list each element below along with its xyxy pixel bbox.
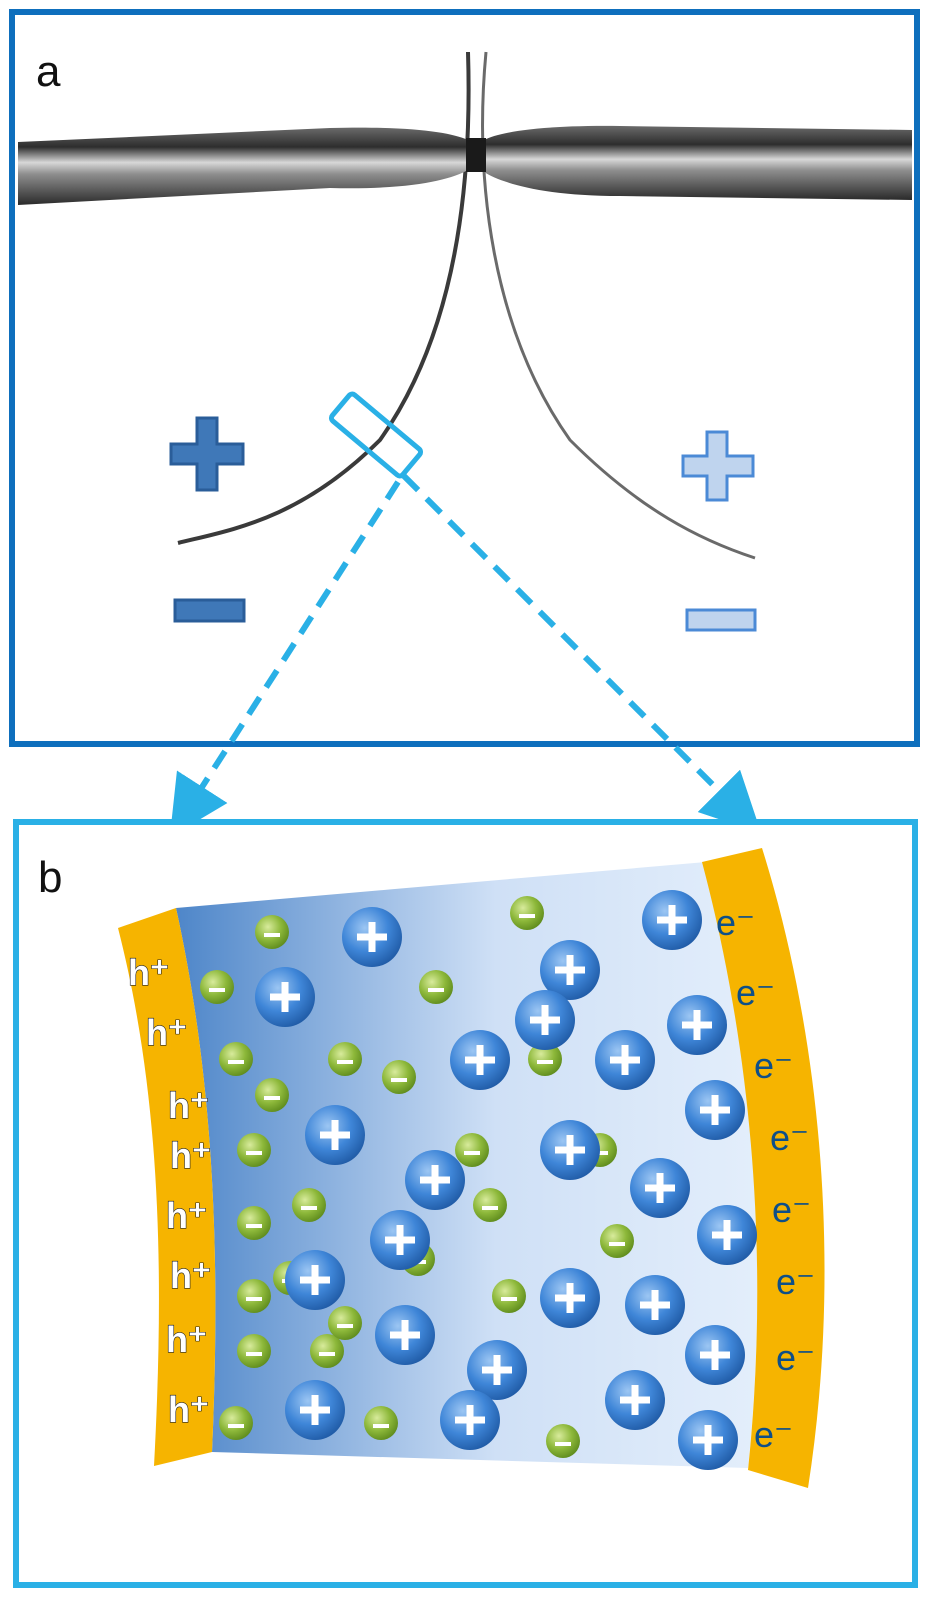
- anion-particle: [255, 915, 289, 949]
- panel-a: a: [9, 9, 920, 747]
- electron-label: e⁻: [736, 972, 775, 1013]
- anion-particle: [237, 1206, 271, 1240]
- hole-label: h⁺: [170, 1255, 211, 1296]
- anion-particle: [328, 1306, 362, 1340]
- cation-particle: [450, 1030, 510, 1090]
- anion-particle: [237, 1334, 271, 1368]
- right-plus-sign: [681, 430, 755, 502]
- electron-label: e⁻: [754, 1414, 793, 1455]
- cation-particle: [285, 1380, 345, 1440]
- cation-particle: [540, 1120, 600, 1180]
- electron-label: e⁻: [716, 902, 755, 943]
- zoom-callout-box: [328, 391, 424, 479]
- anion-particle: [219, 1042, 253, 1076]
- cation-particle: [697, 1205, 757, 1265]
- anion-particle: [600, 1224, 634, 1258]
- electron-label: e⁻: [776, 1261, 815, 1302]
- anion-particle: [528, 1042, 562, 1076]
- anion-particle: [364, 1406, 398, 1440]
- hole-label: h⁺: [170, 1135, 211, 1176]
- anion-particle: [310, 1334, 344, 1368]
- cation-particle: [630, 1158, 690, 1218]
- cation-particle: [685, 1325, 745, 1385]
- anion-particle: [492, 1279, 526, 1313]
- hole-labels: h⁺ h⁺ h⁺ h⁺ h⁺ h⁺ h⁺ h⁺: [127, 951, 211, 1430]
- zoom-arrow-right: [401, 473, 762, 834]
- panel-a-frame: [9, 9, 920, 747]
- electron-label: e⁻: [776, 1337, 815, 1378]
- anion-particle: [419, 970, 453, 1004]
- hole-label: h⁺: [166, 1319, 207, 1360]
- hole-label: h⁺: [128, 952, 169, 993]
- anion-particle: [200, 970, 234, 1004]
- cation-particles: [255, 890, 757, 1470]
- left-thick-fiber: [18, 127, 468, 205]
- left-plus-sign: [169, 416, 245, 492]
- electron-label: e⁻: [770, 1117, 809, 1158]
- cation-particle: [685, 1080, 745, 1140]
- cation-particle: [285, 1250, 345, 1310]
- cation-particle: [540, 940, 600, 1000]
- anion-particle: [255, 1078, 289, 1112]
- right-minus-sign: [685, 608, 757, 632]
- cation-particle: [642, 890, 702, 950]
- cation-particle: [678, 1410, 738, 1470]
- cation-particle: [540, 1268, 600, 1328]
- anion-particle: [292, 1188, 326, 1222]
- anion-particle: [455, 1133, 489, 1167]
- electron-labels: e⁻ e⁻ e⁻ e⁻ e⁻ e⁻ e⁻ e⁻: [716, 902, 815, 1455]
- cation-particle: [605, 1370, 665, 1430]
- right-thick-fiber: [484, 125, 912, 200]
- cation-particle: [515, 990, 575, 1050]
- zoom-arrow-left: [169, 480, 401, 838]
- electron-label: e⁻: [754, 1045, 793, 1086]
- fiber-junction: [466, 138, 486, 172]
- hole-label: h⁺: [146, 1012, 187, 1053]
- left-minus-sign: [173, 598, 246, 623]
- cation-particle: [467, 1340, 527, 1400]
- cation-particle: [342, 907, 402, 967]
- cation-particle: [375, 1305, 435, 1365]
- hole-label: h⁺: [166, 1195, 207, 1236]
- anion-particle: [237, 1279, 271, 1313]
- anion-particle: [328, 1042, 362, 1076]
- right-electrode: [702, 848, 825, 1488]
- hole-label: h⁺: [168, 1085, 209, 1126]
- cation-particle: [255, 967, 315, 1027]
- hole-label: h⁺: [168, 1389, 209, 1430]
- electron-label: e⁻: [772, 1189, 811, 1230]
- cation-particle: [405, 1150, 465, 1210]
- anion-particle: [510, 896, 544, 930]
- panel-b-label: b: [38, 853, 62, 902]
- anion-particle: [237, 1133, 271, 1167]
- anion-particle: [382, 1060, 416, 1094]
- left-electrode: [118, 908, 216, 1466]
- anion-particle: [219, 1406, 253, 1440]
- cation-particle: [595, 1030, 655, 1090]
- cation-particle: [370, 1210, 430, 1270]
- cation-particle: [305, 1105, 365, 1165]
- panel-b: b h⁺ h⁺ h⁺ h⁺ h⁺ h⁺ h⁺ h⁺ e⁻ e⁻ e⁻ e⁻ e⁻ e⁻ e⁻ e⁻: [13, 819, 918, 1588]
- anion-particle: [473, 1188, 507, 1222]
- cation-particle: [440, 1390, 500, 1450]
- cation-particle: [667, 995, 727, 1055]
- panel-a-label: a: [36, 47, 61, 96]
- anion-particle: [546, 1424, 580, 1458]
- cation-particle: [625, 1275, 685, 1335]
